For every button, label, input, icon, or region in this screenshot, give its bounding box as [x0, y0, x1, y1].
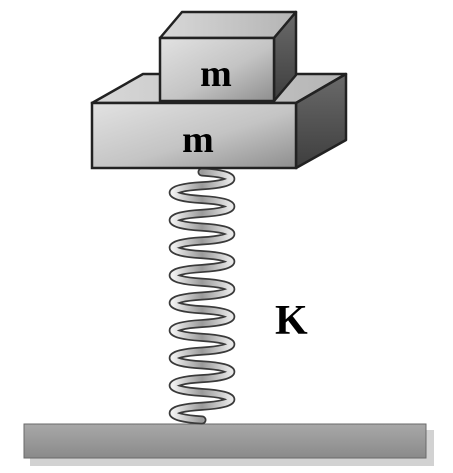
spring-coil — [170, 169, 234, 423]
bottom-block-front-face — [90, 101, 298, 170]
top-block-label: m — [200, 53, 232, 95]
top-block-front-face — [158, 36, 276, 103]
bottom-block-label: m — [182, 119, 214, 161]
top-block: m — [158, 10, 298, 103]
top-block-top-face — [158, 10, 298, 40]
spring — [168, 167, 236, 425]
spring-constant-label: K — [275, 298, 308, 344]
ground-surface — [23, 423, 427, 459]
ground-plate — [23, 423, 434, 466]
